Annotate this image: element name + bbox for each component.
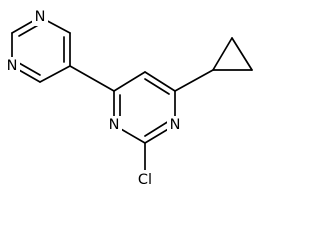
biaryl-bond (69, 65, 115, 92)
pyrimidine-ring-central (113, 71, 176, 144)
bond (144, 71, 176, 92)
atom-Cl: Cl (133, 170, 157, 189)
cyclopropyl-group (174, 37, 253, 92)
double-bond-line (144, 78, 170, 95)
atom-N-mid-right: N (167, 116, 183, 134)
bond (212, 37, 233, 71)
atom-label: N (170, 117, 181, 133)
atom-N-left: N (4, 57, 20, 75)
bond (39, 65, 71, 83)
pyrimidine-ring-upper (11, 16, 71, 83)
atom-label: N (7, 58, 18, 74)
atom-label: Cl (138, 172, 152, 188)
bond (231, 37, 253, 71)
double-bond-line (18, 62, 41, 76)
atom-label: N (35, 9, 46, 25)
bond (113, 71, 146, 92)
double-bond-line (144, 120, 170, 137)
chemical-structure: N N N N Cl (4, 8, 253, 189)
bond (174, 69, 214, 92)
atom-N-mid-left: N (106, 116, 122, 134)
atom-label: N (109, 117, 120, 133)
atom-N-top: N (32, 8, 48, 26)
